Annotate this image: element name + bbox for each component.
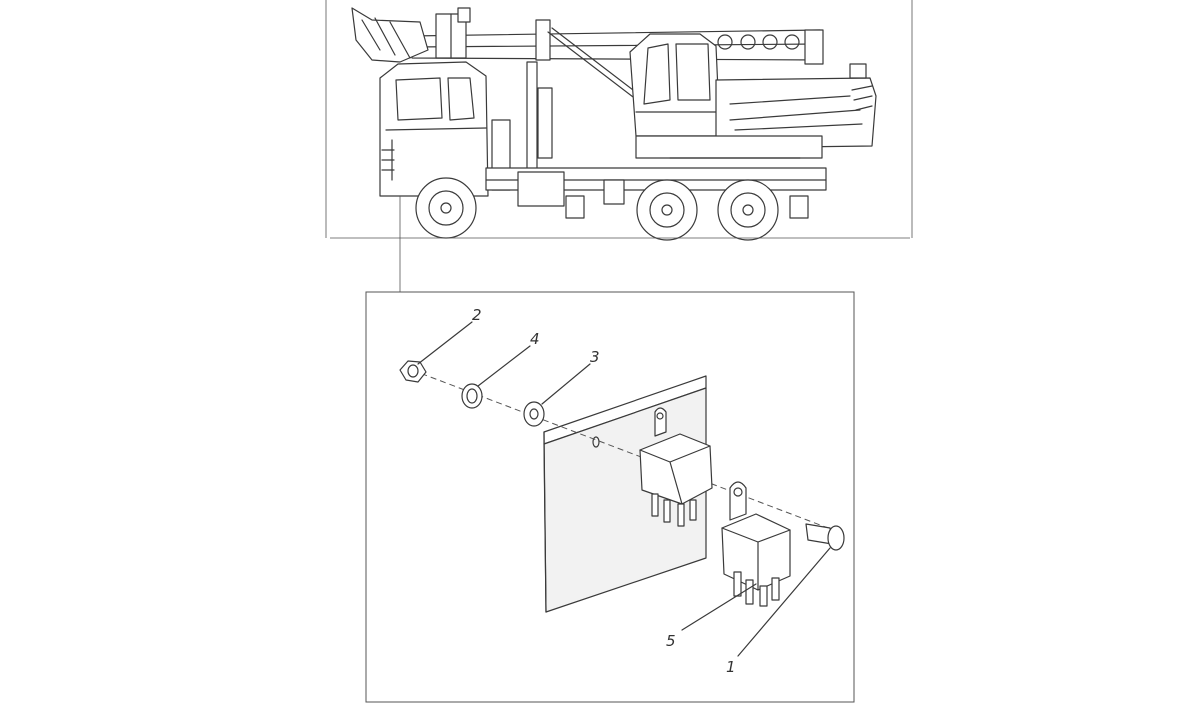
callout-label-3: 3	[590, 348, 600, 366]
relay-5	[721, 481, 791, 607]
leader-3	[541, 363, 591, 405]
callout-label-4: 4	[530, 330, 540, 348]
leader-1	[737, 547, 831, 657]
wheel-front	[415, 177, 477, 239]
detail-frame	[365, 291, 855, 703]
wheel-rear-1	[636, 179, 698, 241]
wheel-rear-2	[717, 179, 779, 241]
truck-crane-illustration	[330, 7, 910, 241]
crane-boom	[409, 29, 824, 65]
spring-washer-4	[461, 383, 483, 409]
callout-label-2: 2	[472, 306, 482, 324]
turntable	[635, 135, 823, 159]
leader-4	[477, 345, 531, 387]
flat-washer-3	[523, 401, 545, 427]
leader-2	[417, 321, 473, 365]
nut-2	[399, 360, 427, 383]
boom-head-bucket	[351, 7, 471, 63]
relay-mounted	[639, 407, 713, 527]
callout-label-1: 1	[726, 658, 736, 676]
crane-operator-cab	[629, 33, 721, 137]
callout-label-5: 5	[666, 632, 676, 650]
boom-support-post	[526, 19, 553, 193]
bolt-1	[805, 523, 845, 551]
leader-5	[681, 583, 757, 631]
